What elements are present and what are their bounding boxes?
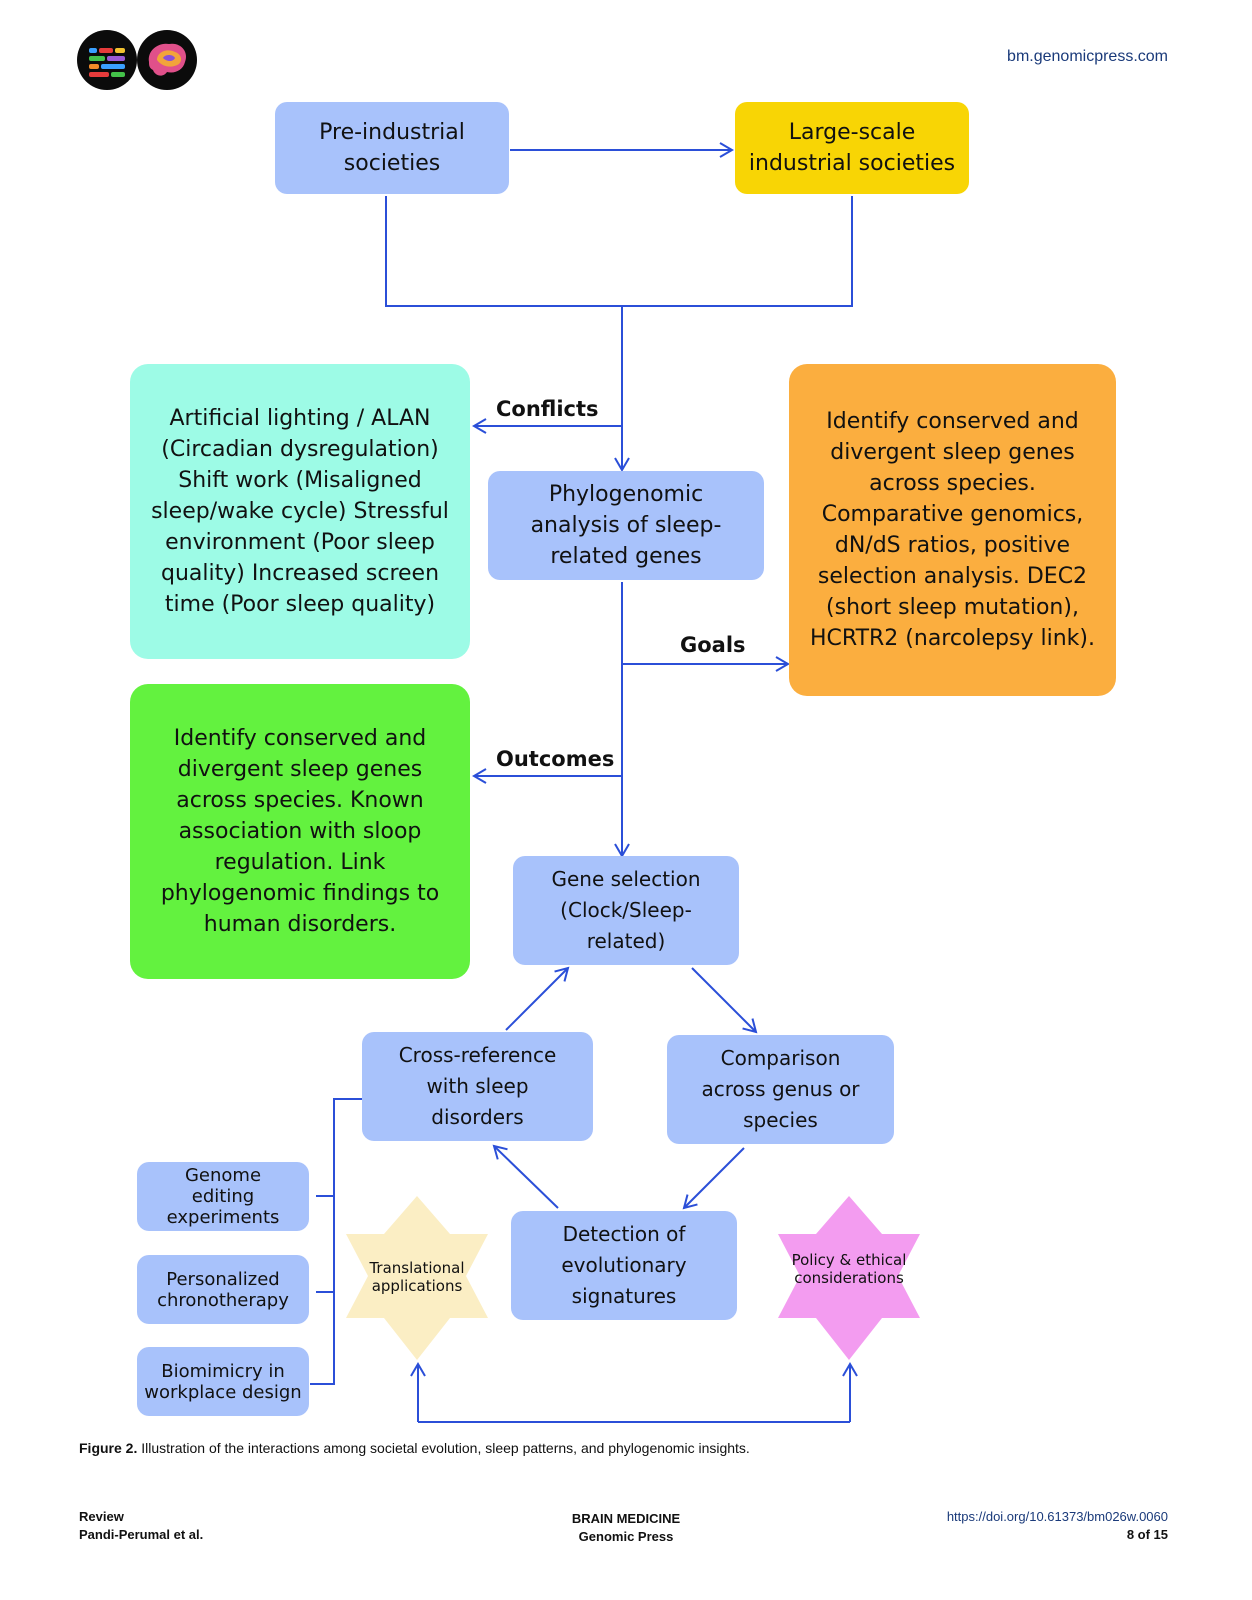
footer-left: Review Pandi-Perumal et al. <box>79 1508 203 1544</box>
biomimicry-box: Biomimicry in workplace design <box>137 1347 309 1416</box>
outcomes-text: Identify conserved and divergent sleep g… <box>160 726 440 937</box>
phylogenomic-text: Phylogenomic analysis of sleep-related g… <box>530 482 722 569</box>
outcomes-label: Outcomes <box>496 747 615 771</box>
caption-label: Figure 2. <box>79 1440 138 1456</box>
footer-authors: Pandi-Perumal et al. <box>79 1527 204 1542</box>
detection-box: Detection of evolutionary signatures <box>511 1211 737 1320</box>
footer-page: 8 of 15 <box>1126 1527 1168 1542</box>
genome-editing-text: Genome editing experiments <box>166 1165 280 1228</box>
detection-text: Detection of evolutionary signatures <box>561 1222 687 1308</box>
personalized-box: Personalized chronotherapy <box>137 1255 309 1324</box>
comparison-text: Comparison across genus or species <box>701 1046 860 1132</box>
goals-text: Identify conserved and divergent sleep g… <box>809 409 1095 651</box>
large-scale-box: Large-scale industrial societies <box>735 102 969 194</box>
translational-label: Translational applications <box>369 1259 465 1295</box>
cross-reference-text: Cross-reference with sleep disorders <box>398 1043 557 1129</box>
comparison-box: Comparison across genus or species <box>667 1035 894 1144</box>
gene-selection-box: Gene selection (Clock/Sleep-related) <box>513 856 739 965</box>
translational-star <box>346 1196 488 1360</box>
conflicts-text: Artificial lighting / ALAN (Circadian dy… <box>151 406 449 617</box>
footer-publisher: Genomic Press <box>578 1529 674 1544</box>
goals-label: Goals <box>680 633 746 657</box>
genome-editing-box: Genome editing experiments <box>137 1162 309 1231</box>
arrow-comparison-to-detection <box>682 1147 745 1210</box>
outcomes-box: Identify conserved and divergent sleep g… <box>130 684 470 979</box>
personalized-text: Personalized chronotherapy <box>157 1268 289 1311</box>
arrow-crossref-to-gene <box>505 966 570 1031</box>
figure-caption: Figure 2. Illustration of the interactio… <box>79 1440 750 1456</box>
caption-text: Illustration of the interactions among s… <box>141 1440 750 1456</box>
phylogenomic-box: Phylogenomic analysis of sleep-related g… <box>488 471 764 580</box>
connector-societies-join <box>385 196 853 307</box>
journal-url[interactable]: bm.genomicpress.com <box>1007 48 1168 65</box>
gene-selection-text: Gene selection (Clock/Sleep-related) <box>551 867 701 953</box>
policy-star <box>778 1196 920 1360</box>
policy-label: Policy & ethical considerations <box>791 1251 907 1287</box>
footer-center: BRAIN MEDICINE Genomic Press <box>526 1510 726 1546</box>
pre-industrial-box: Pre-industrial societies <box>275 102 509 194</box>
footer-type: Review <box>79 1509 124 1524</box>
arrow-detection-to-crossref <box>492 1144 559 1209</box>
conflicts-box: Artificial lighting / ALAN (Circadian dy… <box>130 364 470 659</box>
arrow-gene-to-comparison <box>691 967 758 1034</box>
pre-industrial-text: Pre-industrial societies <box>319 120 465 176</box>
footer-journal: BRAIN MEDICINE <box>571 1511 681 1526</box>
brain-medicine-logo <box>137 30 197 90</box>
genomic-press-logo <box>77 30 137 90</box>
footer-right: https://doi.org/10.61373/bm026w.0060 8 o… <box>947 1508 1168 1544</box>
large-scale-text: Large-scale industrial societies <box>748 120 956 176</box>
biomimicry-text: Biomimicry in workplace design <box>144 1360 302 1403</box>
cross-reference-box: Cross-reference with sleep disorders <box>362 1032 593 1141</box>
bracket-applications <box>310 1098 362 1385</box>
footer-doi[interactable]: https://doi.org/10.61373/bm026w.0060 <box>946 1509 1168 1524</box>
goals-box: Identify conserved and divergent sleep g… <box>789 364 1116 696</box>
conflicts-label: Conflicts <box>496 397 599 421</box>
